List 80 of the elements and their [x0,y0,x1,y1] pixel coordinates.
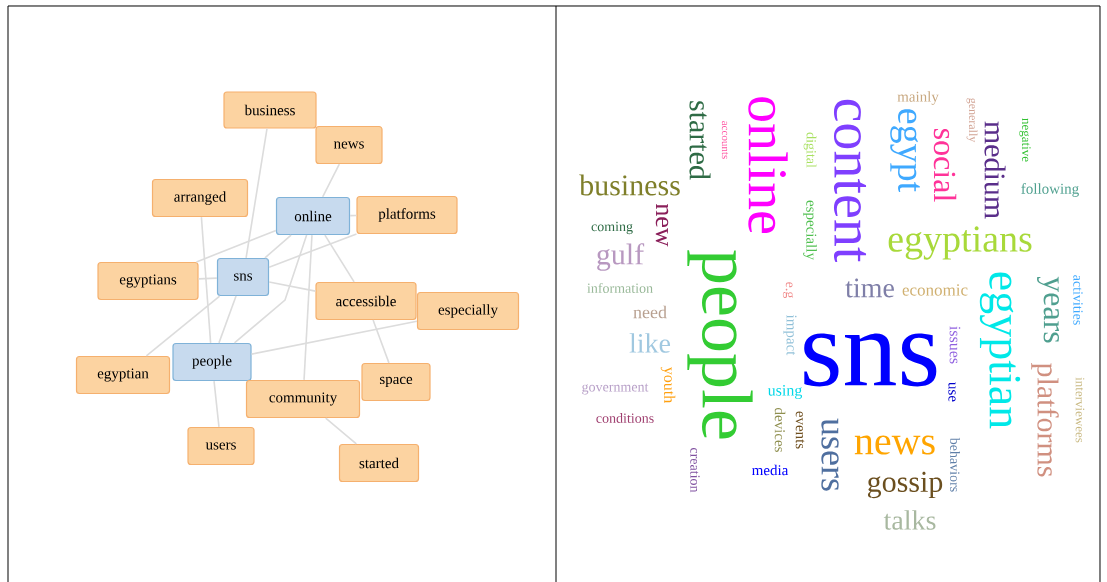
word-box: business [223,91,317,129]
cloud-word: like [629,333,671,353]
cloud-word: news [854,435,935,455]
connector-line [268,281,317,292]
connector-line [324,417,358,445]
word-box: egyptian [75,355,171,395]
cloud-word: issues [949,326,961,364]
cloud-word: content [833,99,867,263]
cloud-word: gossip [867,471,943,499]
cloud-word: users [821,418,839,491]
cloud-word: government [582,383,649,395]
word-box: egyptians [97,261,199,301]
connector-line [324,234,355,283]
connector-line [233,234,308,344]
word-box: news [315,125,383,165]
cloud-word: platforms [1031,363,1059,477]
cloud-word: need [633,305,667,319]
cloud-word: business [579,174,680,196]
cloud-word: gulf [597,243,645,271]
cloud-word: behaviors [950,437,960,492]
cloud-word: medium [984,121,1006,219]
connector-line [200,216,212,344]
word-box: especially [416,291,520,331]
cloud-word: egyptian [979,272,1021,429]
cloud-word: youth [660,366,676,403]
connector-line [303,234,313,381]
cloud-word: digital [803,132,817,168]
cloud-word: information [587,283,653,293]
cloud-word: activities [1073,275,1083,325]
cloud-word: people [687,250,753,439]
cloud-word: coming [591,221,633,235]
cloud-word: conditions [596,413,654,423]
cloud-word: economic [902,284,968,296]
cloud-word: interviewees [1075,377,1085,443]
connector-line [213,380,220,428]
cloud-word: generally [966,98,978,143]
connector-line [264,234,292,259]
word-box: sns [216,257,270,297]
cloud-word: talks [883,510,936,530]
word-box: online [275,196,351,236]
cloud-word: especially [803,200,817,260]
cloud-word: egypt [890,109,920,192]
cloud-word: negative [1019,118,1031,162]
word-box: community [245,379,361,419]
word-box: people [172,342,252,382]
cloud-word: devices [774,408,786,452]
cloud-word: years [1037,276,1059,343]
cloud-word: media [752,464,789,476]
connector-line [268,233,358,268]
connector-line [195,229,277,263]
cloud-word: creation [690,448,700,493]
cloud-word: use [948,382,956,402]
connector-line [197,277,218,280]
cloud-word: impact [783,314,797,356]
cloud-word: e.g [782,282,794,299]
cloud-word: sns [804,333,937,387]
cloud-word: time [845,278,894,298]
word-box: space [361,362,431,402]
cloud-word: events [795,411,805,449]
cloud-word: started [689,101,711,180]
cloud-word: egyptians [888,226,1032,260]
connector-line [321,163,341,198]
connector-line [372,319,390,364]
connector-line [245,127,268,259]
word-box: started [338,443,420,483]
cloud-word: new [655,203,669,247]
cloud-word: social [933,129,957,202]
connector-line [218,295,237,344]
cloud-word: mainly [897,91,939,105]
connector-line [349,214,358,217]
word-box: accessible [315,281,417,321]
word-box: users [187,426,255,466]
cloud-word: accounts [721,121,729,159]
cloud-word: using [767,384,803,399]
word-box: arranged [151,178,249,218]
connector-line [250,320,418,355]
connector-line [145,295,221,357]
word-box: platforms [356,195,458,235]
cloud-word: following [1021,183,1079,197]
cloud-word: online [748,97,788,234]
